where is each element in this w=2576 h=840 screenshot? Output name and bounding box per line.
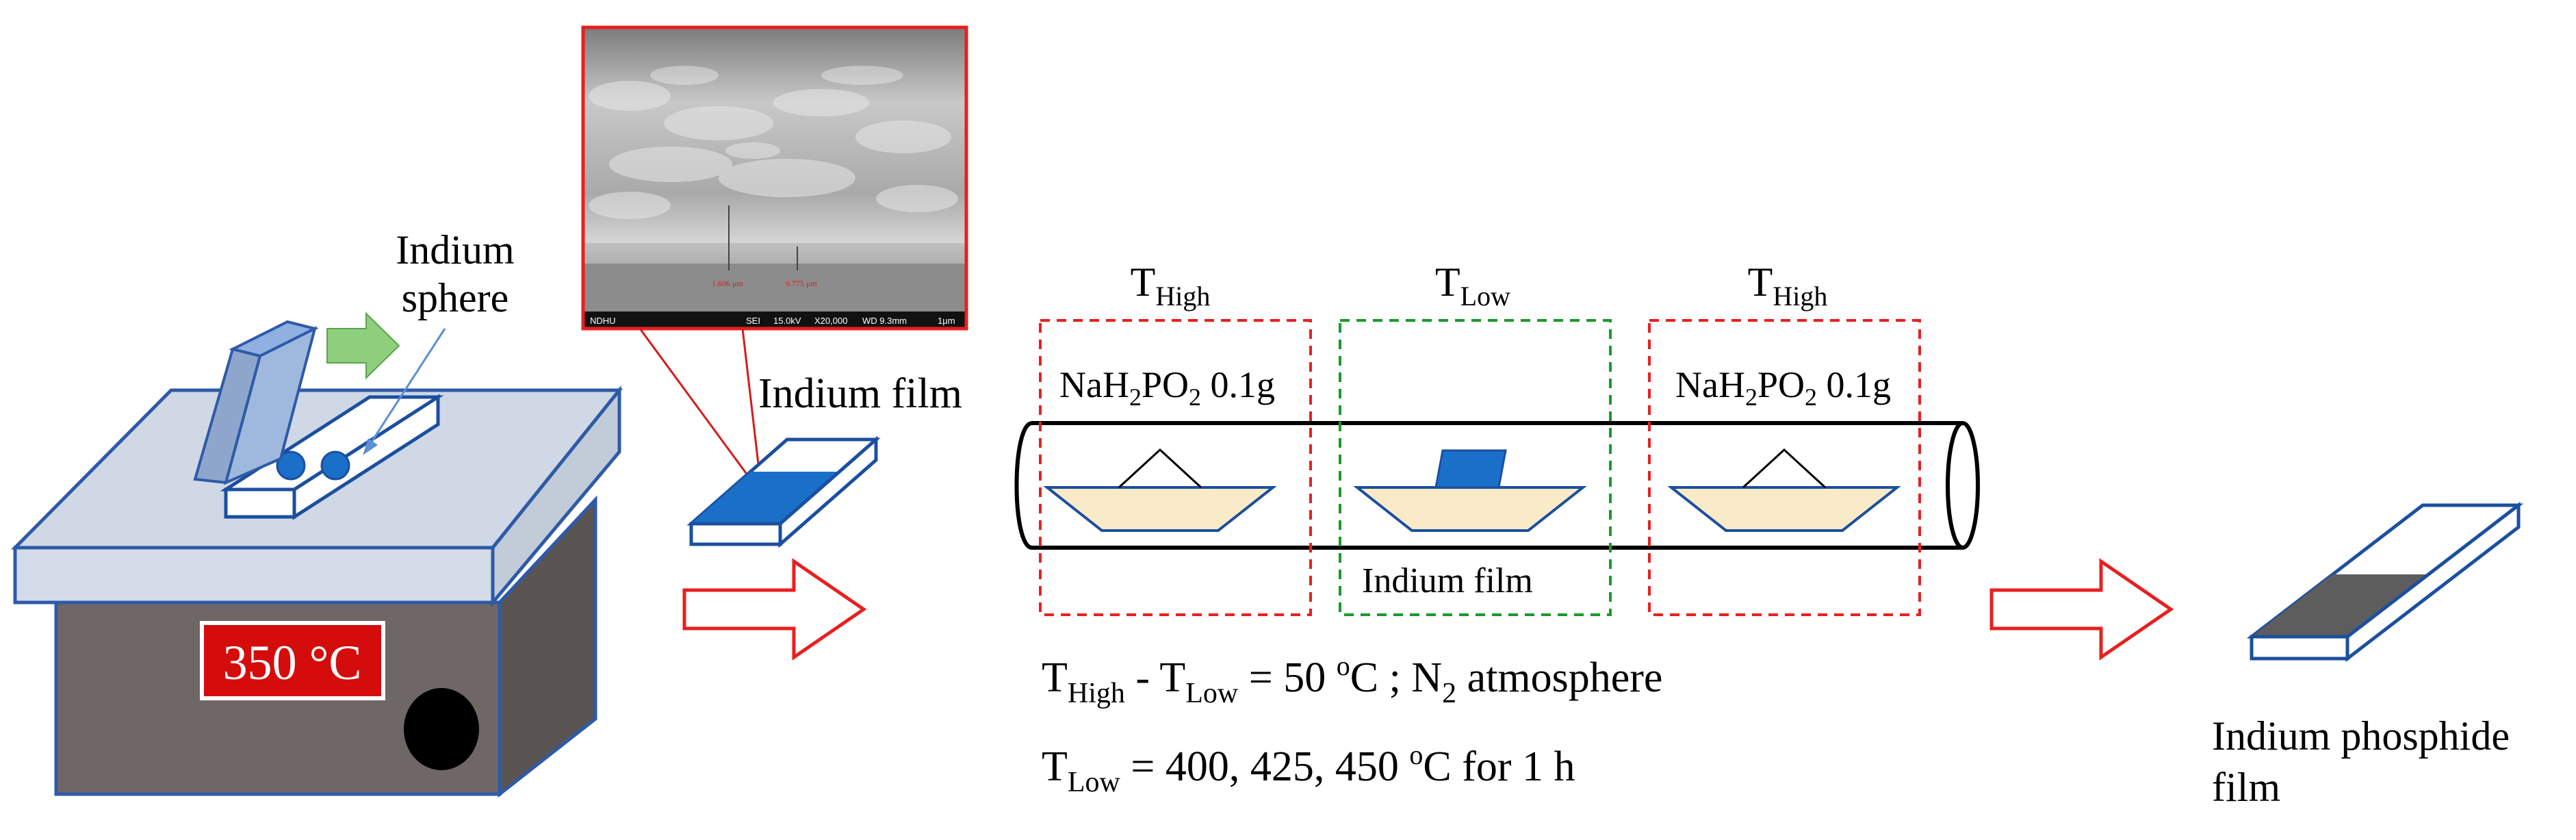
- indium-sphere-2: [320, 450, 350, 481]
- indium-film-label: Indium film: [758, 370, 962, 417]
- pressing-glass-block: [193, 320, 319, 485]
- sem-callout-line-2: [741, 328, 762, 488]
- indium-sphere-pointer: [368, 328, 446, 446]
- indium-film-in-boat: [1434, 449, 1507, 489]
- indium-phosphide-label-line1: Indium phosphide: [2212, 713, 2510, 759]
- green-arrow-icon: [326, 311, 400, 380]
- condition-line-1: THigh - TLow = 50 oC ; N2 atmosphere: [1042, 650, 1662, 709]
- precursor-label-2: NaH2PO2 0.1g: [1675, 364, 1891, 411]
- indium-film-boat: [1353, 449, 1587, 532]
- hotplate-top-side: [491, 385, 621, 607]
- sem-callout-line-1: [639, 328, 764, 497]
- precursor-boat-1: [1043, 448, 1277, 532]
- indium-film-sample: [686, 435, 881, 548]
- sem-footer-item: 1μm: [938, 316, 955, 326]
- sem-texture: [589, 81, 958, 219]
- sem-image-inset: 1.606 μm 0.775 μm NDHU SEI 15.0kV X20,00…: [581, 25, 968, 331]
- hotplate-knob: [404, 688, 479, 770]
- tube-right-end: [1946, 421, 1980, 550]
- zone-high-right-box: [1648, 319, 1921, 616]
- indium-sphere-1: [276, 450, 306, 481]
- indium-sphere-label-line1: Indium: [396, 227, 514, 272]
- precursor-boat-2: [1667, 448, 1901, 532]
- indium-phosphide-label-line2: film: [2212, 765, 2280, 810]
- temperature-label: 350 °C: [223, 635, 362, 690]
- sem-footer-item: WD 9.3mm: [862, 316, 907, 326]
- indium-film-tube-label: Indium film: [1362, 561, 1533, 600]
- hotplate-top-front: [13, 546, 495, 604]
- sem-frame: [581, 25, 968, 331]
- precursor-label-1: NaH2PO2 0.1g: [1059, 364, 1275, 411]
- zone-high-left-box: [1039, 319, 1312, 616]
- sem-measure-label-1: 1.606 μm: [712, 279, 743, 288]
- indium-phosphide-sample: [2246, 501, 2524, 663]
- sem-footer-item: X20,000: [814, 316, 847, 326]
- tube-left-end: [1014, 421, 1033, 550]
- process-arrow-1-icon: [682, 558, 867, 661]
- indium-sphere-label-line2: sphere: [402, 275, 509, 320]
- sem-footer-item: SEI: [746, 316, 760, 326]
- zone-1-header: THigh: [1131, 259, 1211, 311]
- zone-2-header: TLow: [1435, 259, 1510, 311]
- temperature-display: [200, 621, 385, 700]
- condition-line-2: TLow = 400, 425, 450 oC for 1 h: [1042, 739, 1575, 798]
- zone-3-header: THigh: [1748, 259, 1828, 311]
- process-arrow-2-icon: [1989, 558, 2174, 661]
- sem-footer-left: NDHU: [590, 316, 616, 326]
- sem-measure-label-2: 0.775 μm: [786, 279, 817, 288]
- sem-footer-bar: [583, 311, 966, 329]
- indium-sphere-pointer-head: [363, 438, 378, 455]
- sem-footer-item: 15.0kV: [773, 316, 801, 326]
- zone-low-box: [1339, 319, 1612, 616]
- tube-furnace: THigh TLow THigh NaH2PO2 0.1g NaH2PO2 0.…: [1014, 259, 1980, 616]
- hotplate-body-side: [498, 495, 597, 798]
